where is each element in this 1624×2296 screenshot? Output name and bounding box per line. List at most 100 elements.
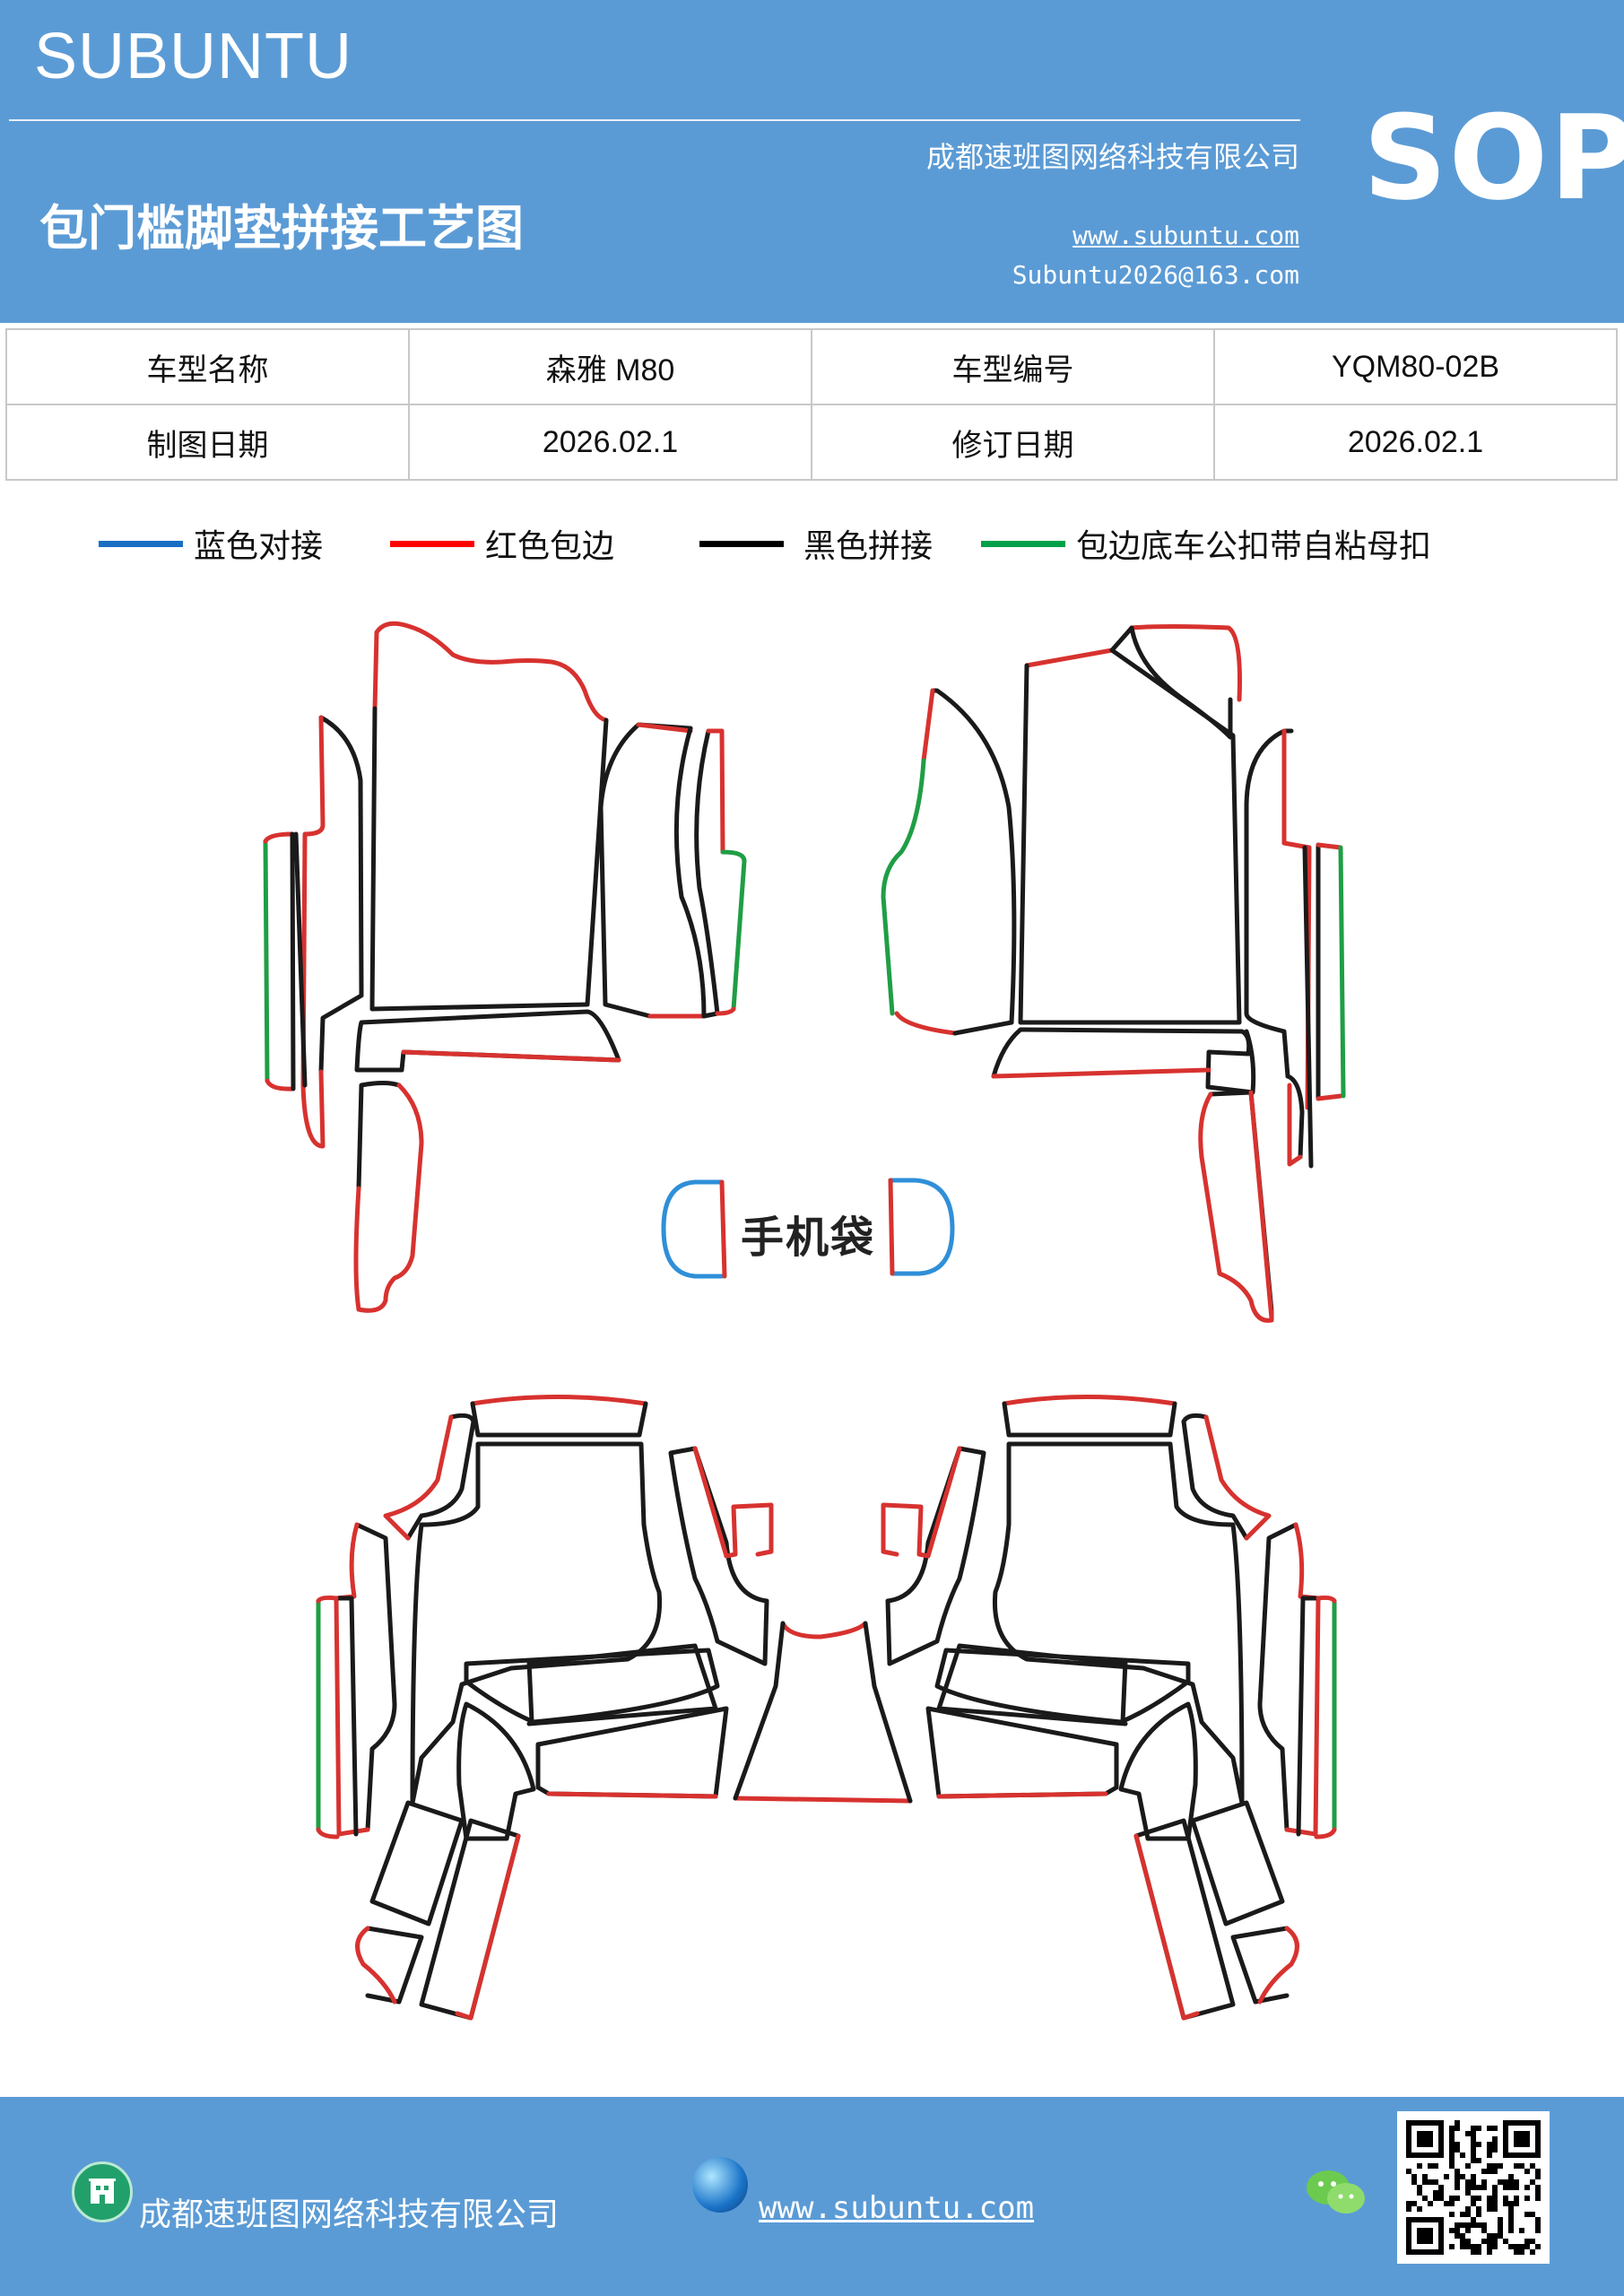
brand-name: SUBUNTU <box>34 21 353 92</box>
mat-piece-sill-edge <box>991 1067 1211 1079</box>
mat-piece-tray-edge <box>546 1791 718 1799</box>
phone-pocket-left-edge <box>719 1179 727 1279</box>
front-left-mat-group <box>263 621 747 1313</box>
sop-label: SOP <box>1363 90 1624 226</box>
info-table: 车型名称 森雅 M80 车型编号 YQM80-02B 制图日期 2026.02.… <box>5 328 1618 481</box>
legend-item-red: 红色包边 <box>390 520 614 567</box>
mat-piece-outer-strip-edge <box>263 831 295 1091</box>
mat-piece-top-cap <box>1002 1395 1177 1406</box>
mat-piece-far-right-edge2 <box>715 1006 736 1016</box>
mat-piece-sill <box>991 1027 1256 1095</box>
header-website-link[interactable]: www.subuntu.com <box>1073 221 1299 250</box>
mat-piece-main-edge <box>1024 648 1115 668</box>
qr-code-pattern <box>1406 2120 1541 2255</box>
mat-piece-far-right <box>673 726 720 1019</box>
console-piece-edge <box>733 1621 913 1804</box>
footer-website-link[interactable]: www.subuntu.com <box>759 2190 1035 2226</box>
building-icon <box>72 2161 133 2222</box>
model-name-value: 森雅 M80 <box>408 328 812 405</box>
mat-piece-top-cap-line <box>1002 1401 1177 1438</box>
mat-piece-triangle <box>456 1701 536 1841</box>
footer-company: 成都速班图网络科技有限公司 <box>139 2196 560 2233</box>
mat-piece-right-arm-edge <box>1203 1414 1272 1541</box>
mat-piece-sill-edge <box>401 1049 621 1063</box>
mat-piece-lower-tile-c <box>1230 1926 1290 2005</box>
mat-piece-side <box>354 1522 397 1832</box>
mat-piece-center <box>464 1648 720 1725</box>
mat-piece-lower-tile-b-edge <box>455 1833 521 2021</box>
mat-piece-right-arm <box>1181 1413 1249 1541</box>
mat-piece-lower-tile-c <box>365 1926 424 2005</box>
floor-mat-diagram <box>263 621 1346 2021</box>
revise-date-value: 2026.02.1 <box>1213 404 1618 481</box>
legend-swatch-blue <box>99 540 183 547</box>
legend-label: 黑色拼接 <box>803 528 934 565</box>
mat-piece-tab-edge <box>881 1446 962 1559</box>
mat-piece-outer-left-edge <box>316 1595 340 1839</box>
mat-piece-triangle <box>1118 1701 1198 1841</box>
mat-piece-tab <box>668 1446 769 1666</box>
mat-piece-main <box>369 706 609 1012</box>
mat-piece-right-strip-edge <box>636 722 707 1019</box>
legend-label: 蓝色对接 <box>194 528 324 565</box>
mat-piece-outer-right-edge <box>1314 1595 1337 1839</box>
mat-piece-side-strip <box>318 715 364 1074</box>
console-piece <box>733 1621 913 1804</box>
mat-piece-far-right-green <box>720 849 747 1012</box>
rear-left-mat-group <box>316 1395 774 2021</box>
model-no-value: YQM80-02B <box>1213 328 1618 405</box>
mat-piece-top-edge <box>1129 624 1242 702</box>
mat-piece-main <box>1018 648 1242 1025</box>
mat-piece-bridge <box>526 1643 718 1726</box>
mat-piece-outer-strip-green <box>263 839 270 1083</box>
mat-piece-lower-tile-b-edge <box>1133 1833 1200 2021</box>
mat-piece-side-green <box>881 758 926 1016</box>
mat-piece-side-bottom <box>952 1020 1014 1036</box>
mat-piece-side-edge <box>894 688 958 1036</box>
mat-piece-outer-left <box>336 1596 359 1837</box>
legend-swatch-green <box>981 540 1065 547</box>
mat-piece-lower-leg-edge <box>1198 1090 1274 1323</box>
legend-swatch-red <box>390 540 474 547</box>
building-icon-shape <box>89 2179 116 2204</box>
rear-right-mat-group <box>881 1395 1337 2021</box>
mat-piece-lower-tile-c-edge <box>355 1926 397 2005</box>
front-right-mat-group <box>881 624 1346 1323</box>
mat-piece-main <box>992 1441 1245 1805</box>
mat-piece-outer-strip-line <box>290 831 296 1091</box>
page-title: 包门槛脚垫拼接工艺图 <box>39 200 524 257</box>
phone-pocket-right-edge <box>888 1178 895 1276</box>
legend-label: 包边底车公扣带自粘母扣 <box>1076 528 1432 565</box>
phone-pocket-left <box>661 1179 725 1279</box>
mat-piece-outer-right <box>1302 842 1321 1169</box>
header-email: Subuntu2026@163.com <box>1012 260 1299 290</box>
header-company: 成都速班图网络科技有限公司 <box>925 140 1299 174</box>
center-console-group <box>733 1621 913 1804</box>
mat-piece-far-right-edge <box>706 728 725 855</box>
mat-piece-lower-tile-b <box>1133 1818 1236 2021</box>
phone-pocket-label: 手机袋 <box>741 1213 876 1263</box>
mat-piece-lower-leg-edge <box>353 1083 424 1313</box>
mat-piece-center <box>934 1648 1191 1725</box>
legend-label: 红色包边 <box>485 528 615 565</box>
legend-item-black: 黑色拼接 <box>699 520 933 567</box>
wechat-icon <box>1307 2170 1365 2213</box>
legend: 蓝色对接 红色包边 黑色拼接 包边底车公扣带自粘母扣 <box>0 520 1624 574</box>
legend-item-green: 包边底车公扣带自粘母扣 <box>981 520 1431 567</box>
mat-piece-lower-tile-c-edge <box>1257 1926 1299 2005</box>
phone-pocket-right <box>888 1178 955 1276</box>
table-row: 车型名称 森雅 M80 车型编号 YQM80-02B <box>5 328 1618 405</box>
header-divider <box>9 119 1300 121</box>
mat-piece-side <box>930 688 1017 1025</box>
model-no-label: 车型编号 <box>811 328 1215 405</box>
mat-piece-top-cap <box>470 1395 648 1406</box>
mat-piece-lower-tile-b <box>419 1818 521 2021</box>
legend-swatch-black <box>699 540 784 547</box>
draw-date-label: 制图日期 <box>5 404 410 481</box>
mat-piece-outer-right <box>1296 1596 1318 1837</box>
mat-piece-tray-edge <box>936 1791 1108 1799</box>
globe-icon <box>692 2157 748 2213</box>
mat-piece-lower-tile-a <box>369 1800 465 1926</box>
mat-piece-tab-edge <box>692 1446 774 1559</box>
mat-piece-lower-leg <box>356 1081 402 1191</box>
